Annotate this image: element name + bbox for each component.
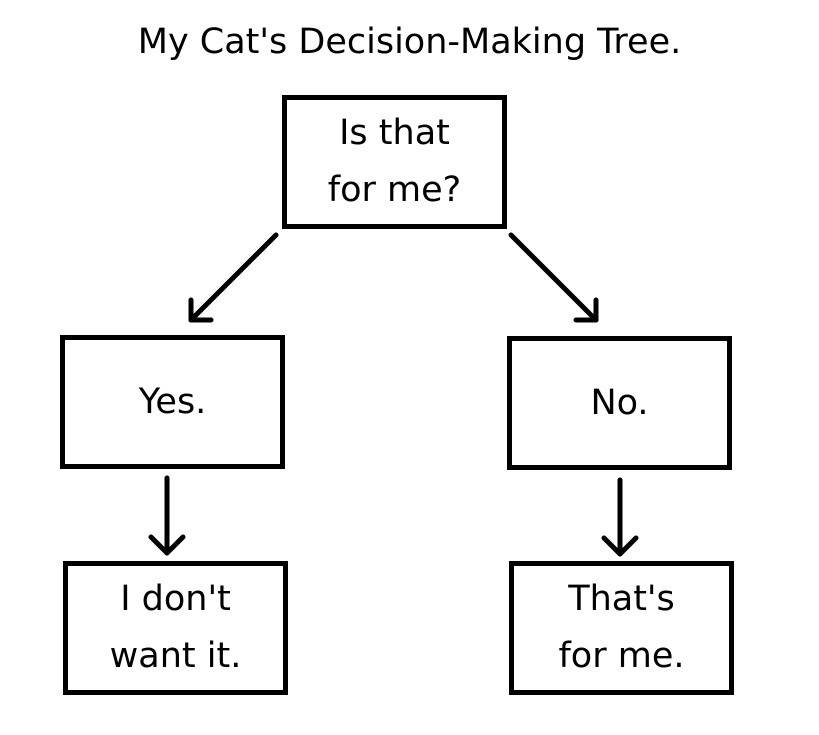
no-box: No. xyxy=(507,336,732,470)
arrow-yes-to-outcome xyxy=(148,475,186,556)
yes-outcome-box: I don't want it. xyxy=(63,561,288,695)
yes-outcome-line2: want it. xyxy=(109,636,242,676)
no-outcome-line2: for me. xyxy=(558,636,685,676)
yes-box: Yes. xyxy=(60,335,285,469)
root-question-line2: for me? xyxy=(327,170,462,210)
yes-label: Yes. xyxy=(138,381,207,422)
no-outcome-box: That's for me. xyxy=(509,561,734,695)
root-question-box: Is that for me? xyxy=(282,95,507,229)
arrow-root-to-no xyxy=(508,232,599,323)
no-outcome-line1: That's xyxy=(568,579,675,619)
yes-outcome-line1: I don't xyxy=(120,579,231,619)
arrow-no-to-outcome xyxy=(601,477,639,557)
arrow-root-to-yes xyxy=(188,232,279,323)
no-label: No. xyxy=(590,382,649,423)
root-question-line1: Is that xyxy=(339,113,450,153)
diagram-title: My Cat's Decision-Making Tree. xyxy=(137,22,682,62)
